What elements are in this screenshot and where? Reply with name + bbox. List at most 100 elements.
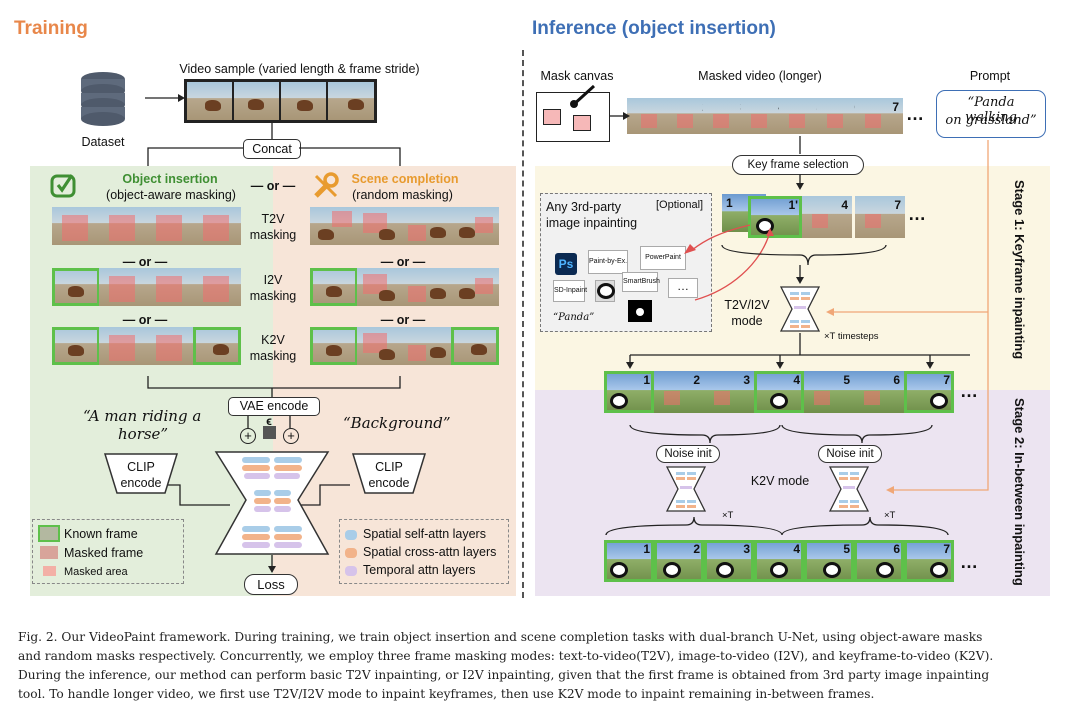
clip-label: CLIP xyxy=(375,460,403,474)
scene-completion-sub: (random masking) xyxy=(352,188,453,202)
ellipsis: … xyxy=(908,204,926,224)
mask-canvas-label: Mask canvas xyxy=(540,69,614,83)
dataset-label: Dataset xyxy=(81,135,125,149)
prompt-bubble xyxy=(936,90,1046,138)
masked-frame xyxy=(310,207,358,245)
legend-cross-attn: Spatial cross-attn layers xyxy=(363,545,497,559)
prompt-left-line1: “A man riding a xyxy=(83,407,202,425)
inpainted-frame: 1 xyxy=(604,540,654,582)
clip-encoder-left xyxy=(103,452,179,495)
k2v-label: K2V xyxy=(261,333,285,347)
section-divider xyxy=(522,50,524,598)
inference-title: Inference (object insertion) xyxy=(532,18,776,39)
object-insertion-icon xyxy=(50,173,78,199)
masked-frame xyxy=(99,327,147,365)
unet-icon xyxy=(828,466,870,512)
self-attn-swatch xyxy=(345,530,357,540)
inpainted-frame: 5 xyxy=(804,540,854,582)
powerpaint-tool: PowerPaint xyxy=(640,246,686,270)
masked-frame: 5 xyxy=(804,371,854,413)
timesteps-label: ×T timesteps xyxy=(824,331,879,342)
loss-box: Loss xyxy=(244,574,298,595)
plus-icon: + xyxy=(283,428,299,444)
masked-frame xyxy=(357,207,405,245)
masked-frame xyxy=(357,327,405,365)
clip-encode-label: encode xyxy=(368,476,410,490)
clip-encode-label: encode xyxy=(120,476,162,490)
inpainted-frame: 3 xyxy=(704,540,754,582)
object-insertion-sub: (object-aware masking) xyxy=(106,188,236,202)
masked-frame xyxy=(193,268,241,306)
or-label: — or — xyxy=(380,313,426,327)
prompt-text-line2: on grassland” xyxy=(945,113,1037,128)
masked-frame: 6 xyxy=(854,371,904,413)
figure-caption-line4: tool. To handle longer video, we first u… xyxy=(18,687,875,701)
noise-init-box: Noise init xyxy=(656,445,720,463)
third-party-label-line2: image inpainting xyxy=(546,216,638,230)
inpainted-frame: 4 xyxy=(754,540,804,582)
figure-caption-line1: Fig. 2. Our VideoPaint framework. During… xyxy=(18,630,983,644)
video-sample-label: Video sample (varied length & frame stri… xyxy=(179,62,420,76)
temporal-attn-swatch xyxy=(345,566,357,576)
training-title: Training xyxy=(14,18,88,39)
photoshop-icon: Ps xyxy=(555,253,577,275)
inpainted-frame: 1 xyxy=(604,371,654,413)
concat-box: Concat xyxy=(243,139,301,159)
clip-label: CLIP xyxy=(127,460,155,474)
sample-frame xyxy=(281,82,326,120)
legend-masked-area: Masked area xyxy=(64,566,128,578)
inference-connectors xyxy=(605,112,989,536)
tool-prompt: “Panda” xyxy=(553,312,595,323)
object-insertion-title: Object insertion xyxy=(122,172,218,186)
masked-area-swatch xyxy=(43,566,56,576)
smartbrush-tool: SmartBrush xyxy=(622,272,660,292)
figure-caption-line2: and random masks respectively. Concurren… xyxy=(18,649,994,663)
clip-encoder-right xyxy=(351,452,427,495)
known-frame xyxy=(52,327,100,365)
legend-temporal-attn: Temporal attn layers xyxy=(363,563,476,577)
mask-thumbnail xyxy=(628,300,652,322)
sample-frame xyxy=(328,82,374,120)
prompt-text-line1: “Panda walking xyxy=(965,95,1017,125)
sd-inpaint-tool: SD-Inpaint xyxy=(553,280,587,302)
more-tools: … xyxy=(668,278,698,298)
noise-icon xyxy=(263,426,276,439)
sample-frame xyxy=(187,82,232,120)
wrench-icon xyxy=(312,172,340,200)
ellipsis: … xyxy=(960,552,978,572)
or-label: — or — xyxy=(122,313,168,327)
t2v-label: T2V xyxy=(261,212,285,226)
masked-video-frame: 7 xyxy=(855,98,903,134)
inpainted-frame: 2 xyxy=(654,540,704,582)
plus-icon: + xyxy=(240,428,256,444)
stage2-label: Stage 2: In-between inpainting xyxy=(1012,398,1027,586)
figure-caption-line3: During the inference, our method can per… xyxy=(18,668,990,682)
or-label: — or — xyxy=(380,255,426,269)
ellipsis: … xyxy=(960,381,978,401)
masked-frame xyxy=(357,268,405,306)
optional-label: [Optional] xyxy=(656,199,704,211)
masked-frame: 2 xyxy=(654,371,704,413)
panda-thumbnail xyxy=(595,280,615,302)
paint-by-example-tool: Paint-by-Ex. xyxy=(588,250,628,274)
masked-frame: 3 xyxy=(704,371,754,413)
unet-diagram xyxy=(214,450,330,556)
or-label: — or — xyxy=(250,179,296,193)
i2v-label: I2V xyxy=(263,273,283,287)
brush-icon xyxy=(568,84,598,110)
vae-encode-box: VAE encode xyxy=(228,397,320,416)
k2v-masking-label: masking xyxy=(249,349,297,363)
times-t-label: ×T xyxy=(884,510,896,521)
cross-attn-swatch xyxy=(345,548,357,558)
known-frame xyxy=(310,268,358,306)
masked-frame xyxy=(404,327,452,365)
masked-frame xyxy=(404,207,452,245)
masked-frame xyxy=(451,268,499,306)
scene-completion-title: Scene completion xyxy=(351,172,459,186)
noise-init-box: Noise init xyxy=(818,445,882,463)
masked-frame xyxy=(193,207,241,245)
masked-video-label: Masked video (longer) xyxy=(698,69,822,83)
legend-right xyxy=(339,519,509,584)
t2v-i2v-mode-line1: T2V/I2V xyxy=(724,298,770,312)
keyframe: 4 xyxy=(802,196,852,238)
